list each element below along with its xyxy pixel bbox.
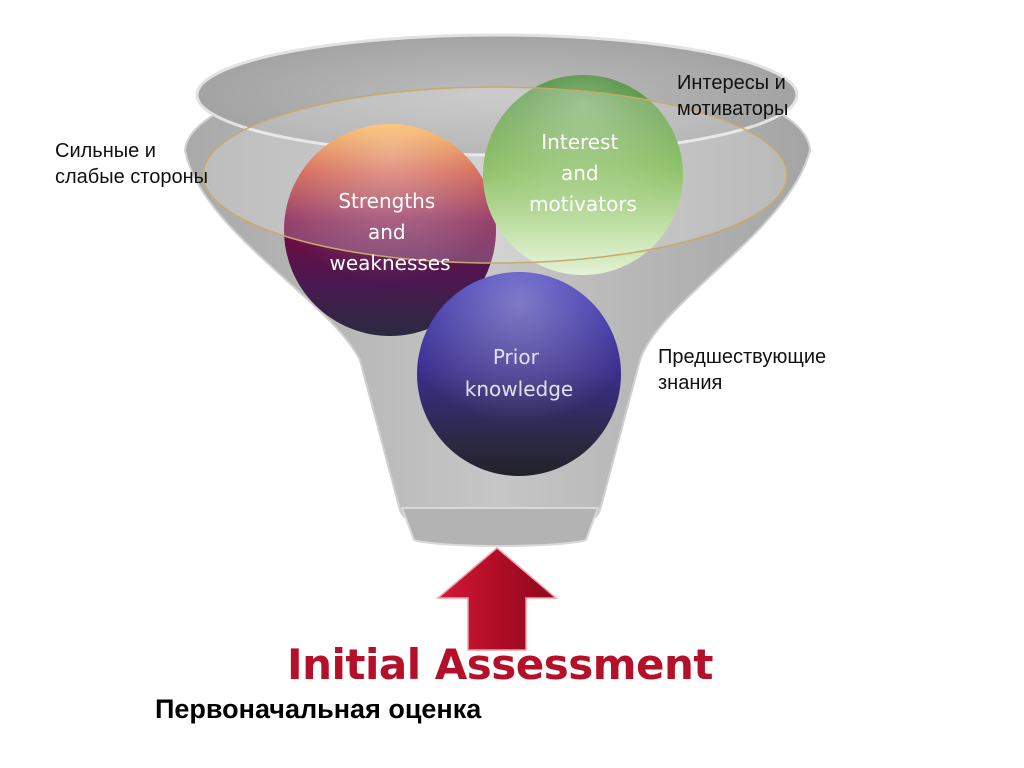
title-initial-assessment: Initial Assessment: [287, 640, 713, 689]
prior-ru-label: Предшествующие знания: [658, 346, 827, 394]
interest-ru-label: Интересы и мотиваторы: [677, 72, 789, 120]
title-ru: Первоначальная оценка: [155, 694, 482, 724]
up-arrow: [435, 547, 559, 651]
interest-label: Interest and motivators: [529, 130, 637, 216]
funnel-spout: [400, 507, 600, 547]
strengths-ru-label: Сильные и слабые стороны: [55, 140, 209, 188]
highlight-ellipse: [202, 86, 788, 264]
prior-label: Prior knowledge: [465, 345, 573, 401]
strengths-label: Strengths and weaknesses: [329, 189, 450, 275]
